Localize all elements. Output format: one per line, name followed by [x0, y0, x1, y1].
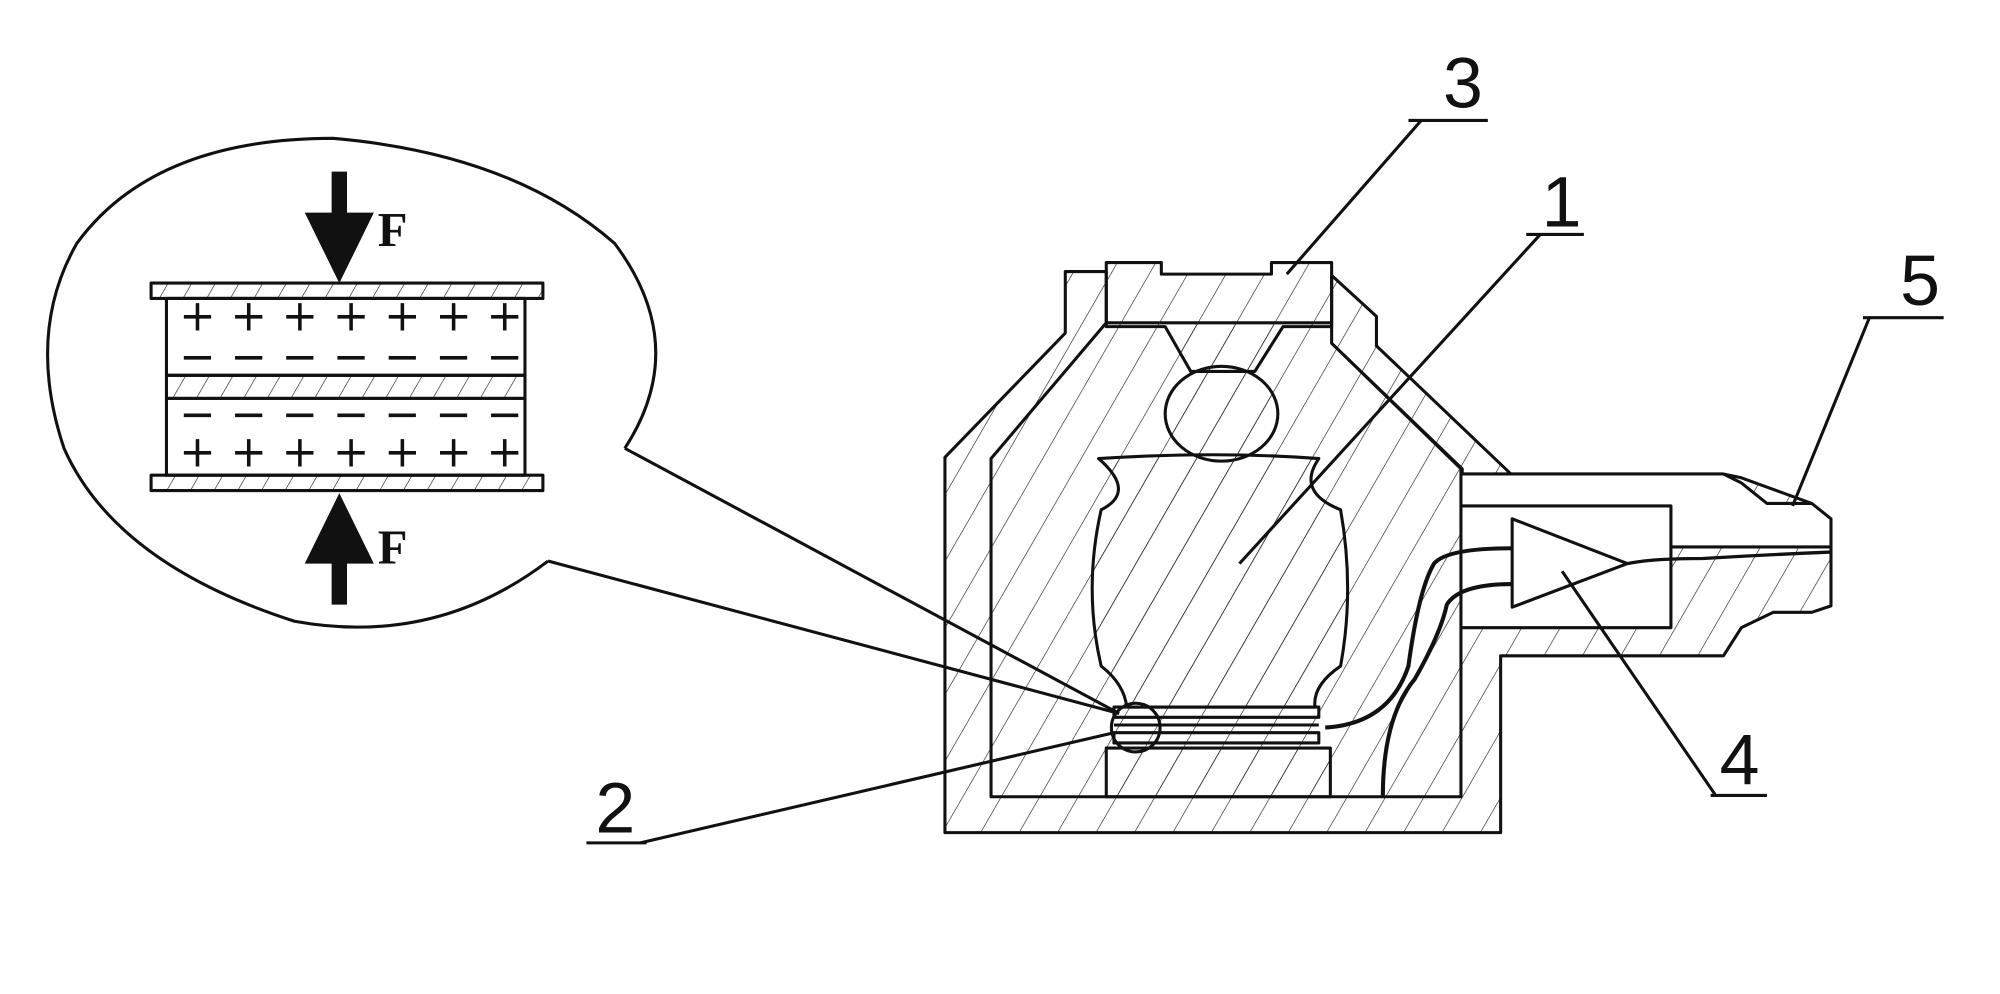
detail-leader-2 — [547, 559, 1120, 715]
svg-text:−: − — [384, 332, 420, 382]
svg-text:−: − — [179, 390, 215, 440]
svg-text:+: + — [282, 427, 318, 477]
charge-row-top-minus: − − − − − − − — [179, 332, 523, 382]
leader-1 — [1238, 233, 1542, 565]
svg-text:−: − — [487, 390, 523, 440]
force-arrow-down — [304, 171, 374, 284]
charge-row-bottom-minus: − − − − − − − — [179, 390, 523, 440]
leader-2 — [639, 731, 1115, 845]
signal-wire-2 — [1380, 582, 1513, 797]
svg-text:−: − — [230, 390, 266, 440]
svg-text:+: + — [487, 427, 523, 477]
force-label-bottom: F — [378, 521, 408, 575]
callout-4: 4 — [1720, 720, 1760, 800]
leader-3 — [1285, 119, 1423, 276]
svg-text:−: − — [282, 332, 318, 382]
svg-text:+: + — [179, 291, 215, 341]
callout-5: 5 — [1900, 241, 1940, 321]
svg-text:+: + — [230, 291, 266, 341]
svg-text:−: − — [333, 390, 369, 440]
svg-text:+: + — [384, 291, 420, 341]
charge-row-bottom-plus: + + + + + + + — [179, 427, 523, 477]
detail-leader-1 — [624, 446, 1120, 715]
amplifier-triangle — [1510, 517, 1629, 609]
callout-1: 1 — [1542, 163, 1582, 243]
base-block — [1104, 746, 1332, 799]
svg-text:+: + — [179, 427, 215, 477]
svg-text:+: + — [230, 427, 266, 477]
callout-3: 3 — [1443, 44, 1483, 124]
seismic-mass — [1090, 453, 1350, 709]
steel-ball — [1163, 364, 1280, 463]
svg-text:+: + — [333, 427, 369, 477]
leader-4 — [1560, 570, 1718, 797]
svg-text:−: − — [333, 332, 369, 382]
svg-text:+: + — [435, 291, 471, 341]
svg-text:+: + — [282, 291, 318, 341]
svg-text:−: − — [282, 390, 318, 440]
svg-text:−: − — [435, 332, 471, 382]
svg-text:−: − — [435, 390, 471, 440]
svg-text:+: + — [384, 427, 420, 477]
detail-electrode-bottom — [149, 473, 545, 493]
output-wire — [1627, 550, 1832, 566]
svg-text:−: − — [179, 332, 215, 382]
signal-wire-1 — [1325, 546, 1513, 730]
callout-2: 2 — [595, 769, 635, 849]
charge-row-top-plus: + + + + + + + — [179, 291, 523, 341]
svg-text:+: + — [487, 291, 523, 341]
svg-text:−: − — [384, 390, 420, 440]
detail-marker-circle — [1109, 701, 1162, 754]
svg-text:+: + — [435, 427, 471, 477]
svg-text:−: − — [230, 332, 266, 382]
leader-5 — [1791, 317, 1871, 507]
top-preload-block — [1104, 261, 1334, 374]
force-arrow-up — [304, 493, 374, 605]
svg-text:+: + — [333, 291, 369, 341]
svg-text:−: − — [487, 332, 523, 382]
force-label-top: F — [378, 203, 408, 257]
